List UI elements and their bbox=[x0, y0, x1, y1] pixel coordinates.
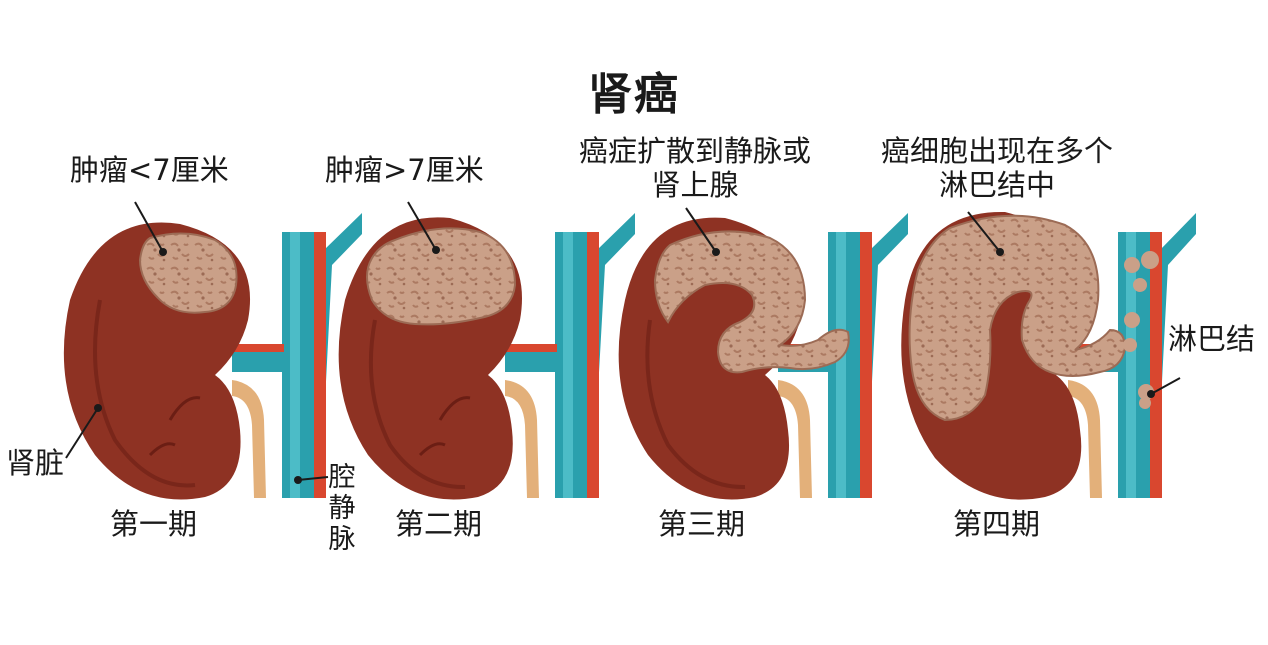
vena-cava-label-char1: 腔 bbox=[328, 462, 356, 493]
diagram-title: 肾癌 bbox=[588, 69, 680, 120]
ureter bbox=[1068, 380, 1102, 498]
ureter bbox=[505, 380, 539, 498]
lymph-node-label: 淋巴结 bbox=[1168, 322, 1256, 356]
ureter bbox=[232, 380, 266, 498]
stage4-tumor-label: 癌细胞出现在多个 淋巴结中 bbox=[866, 134, 1128, 202]
stage-4-illustration bbox=[901, 211, 1196, 500]
stage-1-illustration bbox=[63, 213, 362, 500]
tumor bbox=[908, 214, 1127, 422]
renal-vein bbox=[505, 344, 563, 372]
renal-vein bbox=[232, 344, 290, 372]
pointer-kidney bbox=[65, 407, 99, 459]
stage2-name: 第二期 bbox=[395, 507, 483, 541]
vena-cava-label-char2: 静 bbox=[328, 493, 356, 524]
stage-3-illustration bbox=[618, 213, 908, 500]
stage1-name: 第一期 bbox=[110, 507, 198, 541]
pointer-stage3-tumor bbox=[685, 207, 717, 253]
stage3-tumor-label: 癌症扩散到静脉或 肾上腺 bbox=[565, 134, 825, 202]
stage3-tumor-label-line2: 肾上腺 bbox=[651, 168, 739, 202]
stage4-name: 第四期 bbox=[953, 507, 1041, 541]
pointer-stage1-tumor bbox=[134, 201, 164, 253]
pointer-stage2-tumor bbox=[407, 201, 437, 251]
stage4-tumor-label-line1: 癌细胞出现在多个 bbox=[880, 134, 1113, 168]
pointer-dots bbox=[94, 246, 1155, 484]
artery bbox=[1150, 232, 1162, 498]
tumor bbox=[366, 227, 517, 326]
tumor bbox=[653, 230, 850, 374]
pointer-stage4-tumor bbox=[967, 211, 1001, 253]
pointer-vena-cava bbox=[297, 476, 329, 481]
ureter bbox=[778, 380, 812, 498]
artery bbox=[860, 232, 872, 498]
pointer-lymph-node bbox=[1150, 377, 1181, 395]
kidney-label: 肾脏 bbox=[6, 446, 65, 480]
vena-cava-label: 腔 静 脉 bbox=[325, 462, 359, 555]
stage3-tumor-label-line1: 癌症扩散到静脉或 bbox=[578, 134, 811, 168]
pointer-lines bbox=[65, 201, 1181, 481]
stage-2-illustration bbox=[338, 213, 635, 500]
vena-cava-label-char3: 脉 bbox=[328, 524, 356, 555]
stage3-name: 第三期 bbox=[658, 507, 746, 541]
lymph-node-clusters bbox=[1123, 251, 1159, 409]
artery bbox=[587, 232, 599, 498]
stage1-tumor-label: 肿瘤<7厘米 bbox=[70, 153, 229, 187]
artery bbox=[314, 232, 326, 498]
stage4-tumor-label-line2: 淋巴结中 bbox=[938, 168, 1055, 202]
stage2-tumor-label: 肿瘤>7厘米 bbox=[325, 153, 484, 187]
